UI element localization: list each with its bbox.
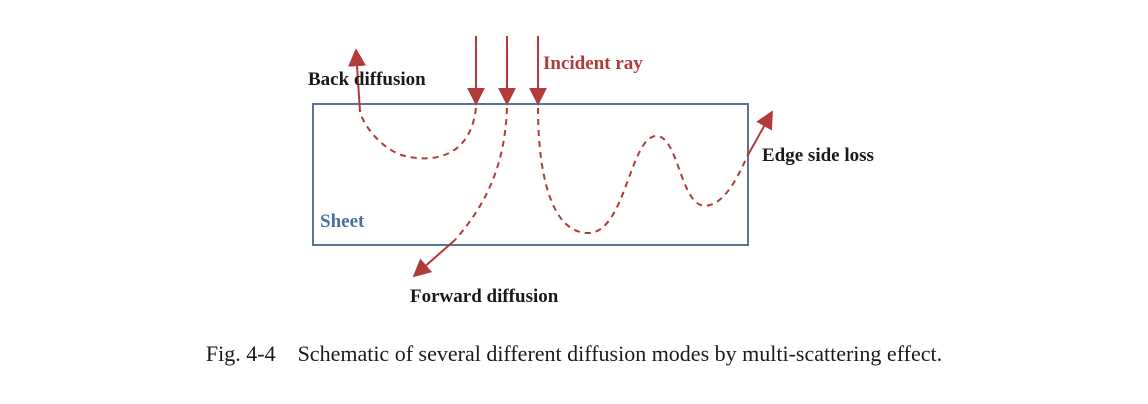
edge-side-loss-label: Edge side loss: [762, 145, 874, 166]
edge-side-loss-arrow: [747, 110, 773, 156]
incident-ray-label: Incident ray: [543, 53, 643, 74]
sheet-label: Sheet: [320, 211, 365, 232]
forward-diffusion-label: Forward diffusion: [410, 286, 559, 307]
forward-diffusion-arrow: [412, 239, 456, 278]
edge-side-loss-path: [537, 107, 749, 235]
figure-caption: Fig. 4-4 Schematic of several different …: [205, 341, 943, 366]
sheet-rectangle: [312, 103, 749, 246]
back-diffusion-arrow: [348, 48, 367, 113]
back-diffusion-label: Back diffusion: [308, 69, 426, 90]
back-diffusion-path: [359, 107, 477, 160]
forward-diffusion-path: [454, 107, 508, 241]
